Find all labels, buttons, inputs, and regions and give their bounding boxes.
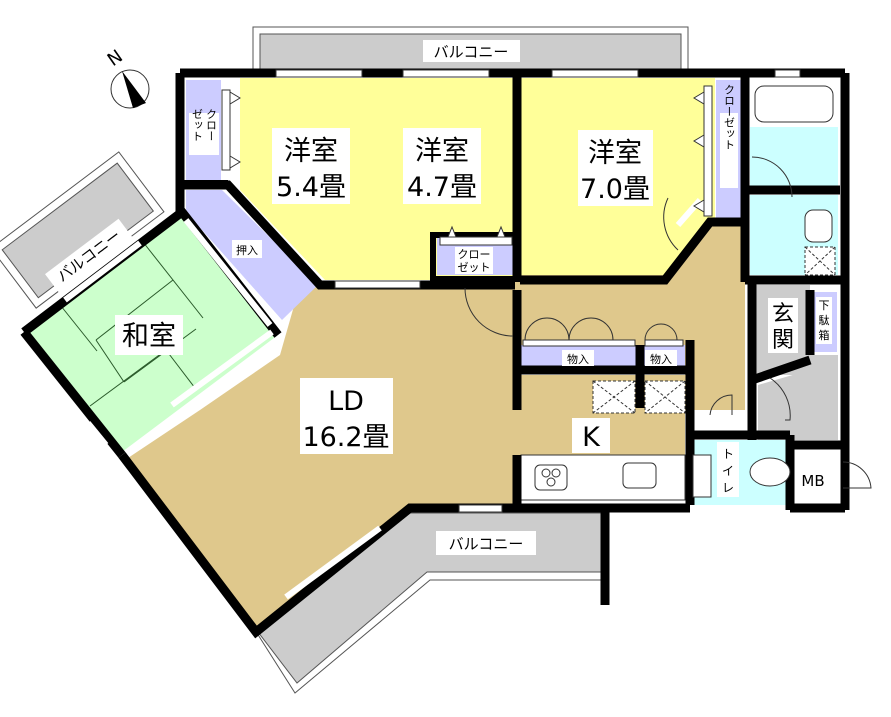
- storage-2-label: 物入: [645, 350, 677, 366]
- ld-floor: [125, 285, 685, 630]
- svg-text:玄: 玄: [772, 302, 794, 327]
- svg-text:イ: イ: [722, 464, 734, 478]
- svg-text:ゼット: ゼット: [191, 108, 204, 141]
- room-name: 洋室: [284, 136, 338, 167]
- svg-text:ト: ト: [722, 447, 734, 461]
- entrance-floor: [752, 285, 838, 440]
- room-size: 7.0畳: [580, 174, 650, 205]
- shoe-box-label: 下 駄 箱: [816, 297, 832, 344]
- room-japanese: 和室: [115, 315, 183, 355]
- windows: [275, 69, 801, 513]
- room-toilet: ト イ レ: [717, 442, 739, 497]
- closet-left-label: クロー ゼット: [189, 108, 219, 155]
- svg-text:バルコニー: バルコニー: [449, 535, 524, 553]
- svg-text:関: 関: [772, 328, 794, 353]
- svg-text:クロー: クロー: [205, 108, 218, 141]
- sink: [622, 462, 657, 489]
- svg-text:クロー: クロー: [458, 248, 491, 261]
- svg-text:箱: 箱: [819, 328, 830, 342]
- room-name: LD: [328, 386, 364, 417]
- tub: [754, 85, 834, 123]
- room-western-2: 洋室 4.7畳: [403, 128, 481, 204]
- north-arrow-icon: N: [104, 46, 150, 109]
- svg-text:レ: レ: [722, 481, 734, 495]
- room-kitchen: K: [572, 418, 610, 453]
- svg-text:下: 下: [819, 299, 830, 312]
- room-western-1: 洋室 5.4畳: [272, 128, 350, 204]
- svg-text:MB: MB: [801, 472, 824, 490]
- svg-text:押入: 押入: [236, 243, 258, 257]
- room-name: K: [582, 422, 601, 453]
- svg-text:物入: 物入: [567, 352, 589, 366]
- fridge-space: [592, 246, 836, 414]
- room-name: 洋室: [588, 138, 642, 169]
- oshiire-label: 押入: [232, 240, 262, 258]
- balcony-bottom-label: バルコニー: [436, 531, 536, 555]
- room-size: 16.2畳: [302, 422, 389, 453]
- windows-diagonal: [63, 198, 703, 600]
- svg-text:物入: 物入: [650, 352, 672, 366]
- room-name: 和室: [122, 321, 176, 352]
- mb-area: [795, 450, 839, 505]
- room-entrance: 玄 関: [768, 298, 798, 353]
- balcony-top-label: バルコニー: [423, 40, 520, 62]
- svg-text:N: N: [104, 46, 127, 71]
- toilet-fixture: [692, 209, 833, 498]
- room-size: 4.7畳: [407, 172, 477, 203]
- balcony-left: [0, 151, 165, 309]
- svg-text:バルコニー: バルコニー: [434, 43, 509, 61]
- closet-center-label: クロー ゼット: [455, 247, 493, 274]
- storage-1-label: 物入: [562, 350, 594, 366]
- room-western-3: 洋室 7.0畳: [578, 130, 653, 206]
- svg-text:クローゼット: クローゼット: [723, 84, 736, 150]
- svg-text:駄: 駄: [819, 313, 830, 327]
- svg-text:ゼット: ゼット: [458, 261, 491, 274]
- closet-right-label: クローゼット: [720, 84, 738, 188]
- room-size: 5.4畳: [276, 172, 346, 203]
- room-ld: LD 16.2畳: [300, 378, 393, 454]
- room-name: 洋室: [415, 136, 469, 167]
- room-mb: MB: [801, 472, 824, 490]
